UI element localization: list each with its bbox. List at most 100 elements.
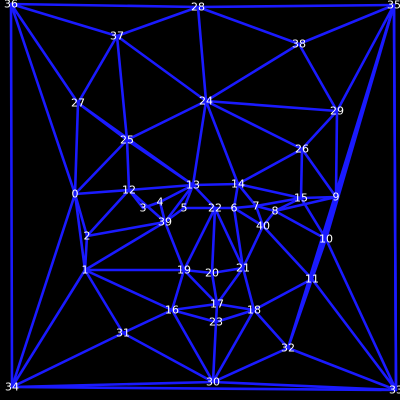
edge-11-18 [252, 277, 314, 312]
edge-35-32 [286, 3, 396, 350]
edge-1-31 [83, 268, 125, 335]
node-label-36: 36 [4, 0, 18, 11]
edge-12-13 [127, 183, 195, 192]
edge-28-24 [196, 5, 208, 103]
node-label-23: 23 [209, 316, 223, 329]
edge-10-33 [324, 237, 398, 392]
edge-11-32 [286, 277, 314, 350]
edge-36-28 [9, 2, 200, 9]
edge-16-30 [170, 308, 215, 384]
edge-10-11 [310, 237, 328, 281]
node-label-30: 30 [206, 376, 220, 389]
node-label-6: 6 [231, 202, 238, 215]
edge-23-30 [211, 320, 218, 384]
edge-11-33 [310, 277, 398, 392]
edge-0-1 [73, 192, 87, 272]
node-label-24: 24 [199, 95, 213, 108]
edge-29-26 [300, 109, 339, 151]
edge-16-31 [121, 308, 174, 335]
edge-40-11 [261, 224, 314, 281]
node-label-38: 38 [292, 38, 306, 51]
edge-6-21 [232, 206, 245, 270]
edge-1-39 [83, 220, 167, 272]
edge-22-20 [210, 206, 217, 275]
edge-29-9 [334, 109, 339, 199]
edge-24-29 [204, 99, 339, 113]
node-label-19: 19 [177, 264, 191, 277]
node-label-35: 35 [387, 0, 400, 12]
edge-24-14 [204, 99, 240, 186]
node-label-21: 21 [236, 262, 250, 275]
edge-37-28 [115, 5, 200, 38]
edge-37-25 [115, 34, 129, 142]
edge-36-0 [9, 2, 77, 196]
edge-35-33 [392, 3, 398, 392]
edge-21-17 [215, 266, 245, 306]
edge-19-16 [170, 268, 186, 312]
edge-9-10 [324, 195, 338, 241]
edge-1-16 [83, 268, 174, 312]
node-label-32: 32 [281, 342, 295, 355]
edge-20-17 [210, 271, 219, 306]
edge-26-15 [299, 147, 304, 200]
edge-12-2 [85, 188, 131, 238]
node-label-13: 13 [186, 179, 200, 192]
node-label-4: 4 [157, 196, 164, 209]
edge-25-24 [125, 99, 208, 142]
edge-14-13 [191, 182, 240, 187]
edge-22-19 [182, 206, 217, 272]
node-label-39: 39 [158, 216, 172, 229]
edge-35-38 [297, 3, 396, 46]
edge-15-7 [254, 196, 303, 208]
node-label-2: 2 [84, 230, 91, 243]
edge-36-37 [9, 2, 119, 38]
node-label-29: 29 [330, 105, 344, 118]
node-label-18: 18 [247, 304, 261, 317]
edge-2-39 [85, 220, 167, 238]
edge-17-18 [215, 302, 256, 312]
edge-37-27 [76, 34, 119, 105]
node-label-3: 3 [140, 202, 147, 215]
edge-2-1 [83, 234, 89, 272]
node-label-0: 0 [72, 188, 79, 201]
edge-32-33 [286, 346, 398, 392]
node-label-12: 12 [122, 184, 136, 197]
edge-39-5 [163, 206, 186, 224]
edge-8-40 [261, 209, 277, 228]
edge-30-33 [211, 380, 398, 392]
node-label-5: 5 [181, 202, 188, 215]
node-label-1: 1 [82, 264, 89, 277]
node-label-7: 7 [253, 200, 260, 213]
node-label-37: 37 [110, 30, 124, 43]
edge-30-32 [211, 346, 290, 384]
node-label-9: 9 [333, 191, 340, 204]
node-label-10: 10 [319, 233, 333, 246]
edge-26-9 [300, 147, 338, 199]
edge-35-29 [335, 3, 396, 113]
edge-13-5 [182, 183, 195, 210]
edge-39-19 [163, 220, 186, 272]
edge-0-12 [73, 188, 131, 196]
edge-13-22 [191, 183, 217, 210]
node-label-26: 26 [295, 143, 309, 156]
edge-21-20 [210, 266, 245, 275]
node-label-22: 22 [208, 202, 222, 215]
edge-6-7 [232, 204, 258, 210]
edge-17-23 [214, 302, 219, 324]
node-label-40: 40 [256, 220, 270, 233]
edge-7-8 [254, 204, 277, 213]
edge-7-40 [254, 204, 265, 228]
edge-0-34 [10, 192, 77, 389]
edge-26-14 [236, 147, 304, 186]
node-label-20: 20 [205, 267, 219, 280]
node-label-33: 33 [389, 384, 400, 397]
edge-24-26 [204, 99, 304, 151]
edge-37-24 [115, 34, 208, 103]
edge-13-39 [163, 183, 195, 224]
edge-27-0 [73, 101, 80, 196]
edge-3-4 [141, 200, 162, 210]
edge-9-8 [273, 195, 338, 213]
